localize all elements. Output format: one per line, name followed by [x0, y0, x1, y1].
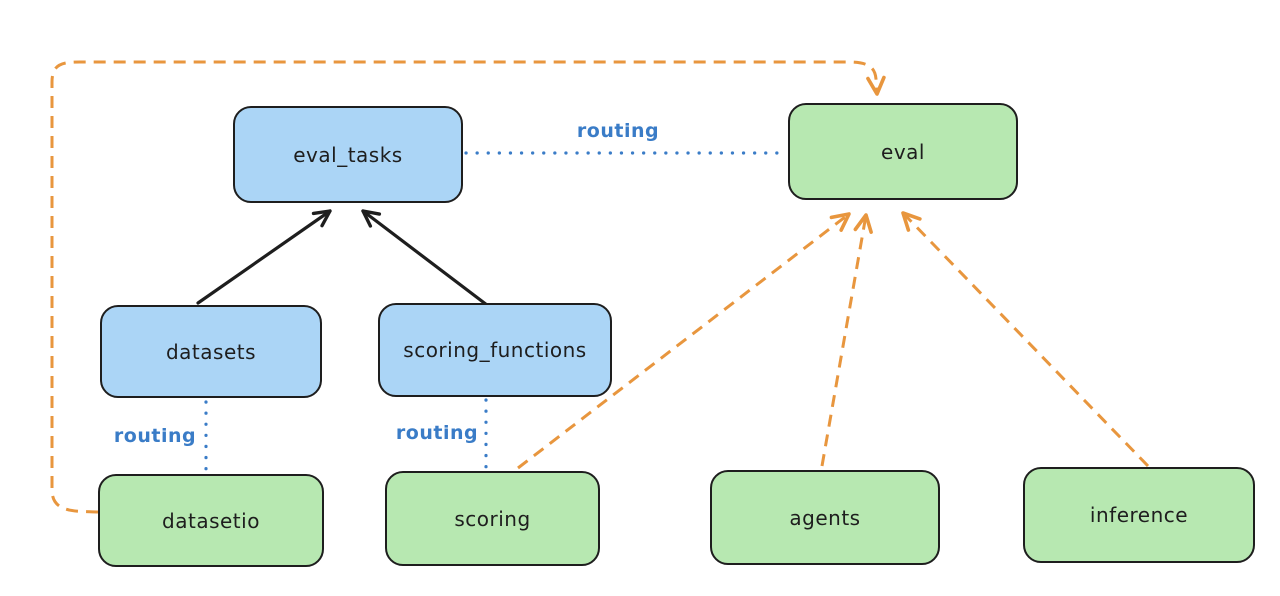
- edge-agents-to-eval: [820, 213, 873, 467]
- node-label: scoring_functions: [403, 338, 587, 362]
- edge-scoring-functions-to-eval-tasks: [361, 209, 489, 307]
- node-label: eval: [881, 139, 925, 164]
- node-scoring: scoring: [385, 471, 600, 566]
- node-label: scoring: [454, 506, 531, 531]
- node-eval-tasks: eval_tasks: [233, 106, 463, 203]
- node-label: agents: [789, 505, 861, 530]
- routing-label-datasets-datasetio: routing: [113, 425, 197, 447]
- routing-label-eval-tasks-eval: routing: [576, 120, 660, 142]
- node-datasetio: datasetio: [98, 474, 324, 567]
- edge-datasets-to-eval-tasks: [196, 209, 332, 305]
- edge-datasetio-to-eval: [50, 60, 886, 514]
- node-datasets: datasets: [100, 305, 322, 398]
- routing-label-scoring-functions-scoring: routing: [395, 422, 479, 444]
- node-label: datasets: [165, 339, 257, 364]
- node-label: eval_tasks: [293, 142, 403, 167]
- node-inference: inference: [1023, 467, 1255, 563]
- node-scoring-functions: scoring_functions: [378, 303, 612, 397]
- node-label: inference: [1089, 503, 1189, 527]
- node-agents: agents: [710, 470, 940, 565]
- edge-inference-to-eval: [901, 211, 1150, 468]
- edge-scoring-to-eval: [517, 212, 851, 470]
- node-eval: eval: [788, 103, 1018, 200]
- node-label: datasetio: [162, 508, 260, 533]
